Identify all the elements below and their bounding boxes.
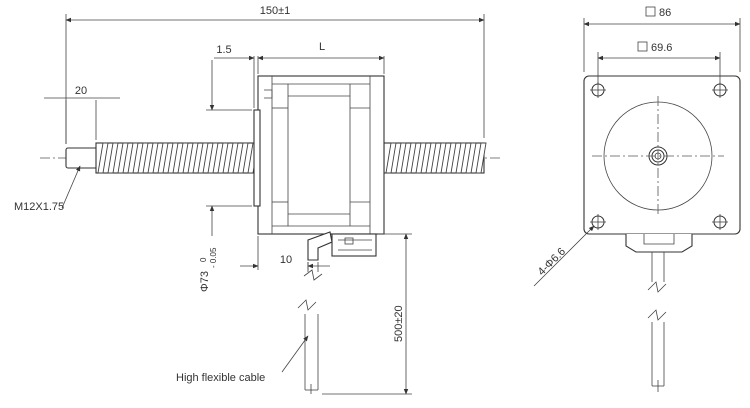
thread-flight	[405, 142, 417, 174]
thread-flight	[177, 142, 189, 174]
dim-connector-offset: 10	[240, 236, 330, 270]
thread-flight	[197, 142, 209, 174]
thread-flight	[465, 142, 477, 174]
mount-holes-label: 4-Φ6.6	[536, 246, 568, 278]
thread-flight	[147, 142, 159, 174]
thread-flight	[435, 142, 447, 174]
cable-note-label: High flexible cable	[176, 372, 265, 384]
cable-connector	[297, 231, 377, 394]
body-length-label: L	[319, 41, 325, 53]
thread-flight	[445, 142, 457, 174]
front-connector	[625, 234, 693, 253]
thread-flight	[107, 142, 119, 174]
dim-boss-diameter: Φ73 0 - 0.05	[199, 60, 252, 292]
motor-body	[253, 75, 385, 235]
thread-spec-callout: M12X1.75	[14, 165, 81, 213]
lead-screw-right	[383, 142, 487, 174]
boss-tol-lower: - 0.05	[209, 247, 218, 268]
shaft-step-label: 1.5	[216, 44, 231, 56]
thread-flight	[217, 142, 229, 174]
thread-flight	[167, 142, 179, 174]
total-length-label: 150±1	[260, 5, 291, 17]
thread-flight	[395, 142, 407, 174]
dim-hole-spacing: 69.6	[597, 41, 721, 84]
thread-flight	[385, 142, 397, 174]
square-symbol-icon	[645, 6, 656, 17]
square-symbol-icon	[637, 41, 648, 52]
thread-flight	[137, 142, 149, 174]
front-view: 86 69.6 4-Φ6.6	[533, 6, 741, 392]
connector-offset-label: 10	[280, 254, 292, 266]
thread-flight	[475, 142, 487, 174]
thread-flight	[187, 142, 199, 174]
side-view: 150±1 20 1.5 L Φ73 0	[14, 5, 500, 395]
flange-square-label: 86	[659, 7, 671, 19]
boss-tol-upper: 0	[199, 257, 208, 262]
mounting-holes	[590, 82, 728, 230]
hole-spacing-label: 69.6	[651, 42, 672, 54]
mount-holes-callout: 4-Φ6.6	[533, 225, 595, 287]
dim-flange-square: 86	[583, 6, 741, 72]
cable-length-label: 500±20	[393, 305, 405, 342]
thread-flight	[117, 142, 129, 174]
thread-flight	[157, 142, 169, 174]
thread-flight	[237, 142, 249, 174]
cable-note-callout: High flexible cable	[176, 335, 309, 384]
dim-shaft-step: 1.5 L	[214, 41, 385, 108]
thread-spec-label: M12X1.75	[14, 201, 64, 213]
front-cable	[647, 252, 667, 392]
thread-flight	[425, 142, 437, 174]
thread-length-label: 20	[75, 85, 87, 97]
boss-diameter-label: Φ73	[199, 271, 211, 292]
thread-flight	[227, 142, 239, 174]
thread-flight	[97, 142, 109, 174]
dim-thread-length: 20	[44, 85, 120, 144]
dim-cable-length: 500±20	[322, 233, 412, 395]
thread-flight	[127, 142, 139, 174]
lead-screw-left	[65, 142, 259, 174]
thread-flight	[455, 142, 467, 174]
front-flange	[583, 75, 741, 235]
thread-flight	[415, 142, 427, 174]
thread-flight	[207, 142, 219, 174]
